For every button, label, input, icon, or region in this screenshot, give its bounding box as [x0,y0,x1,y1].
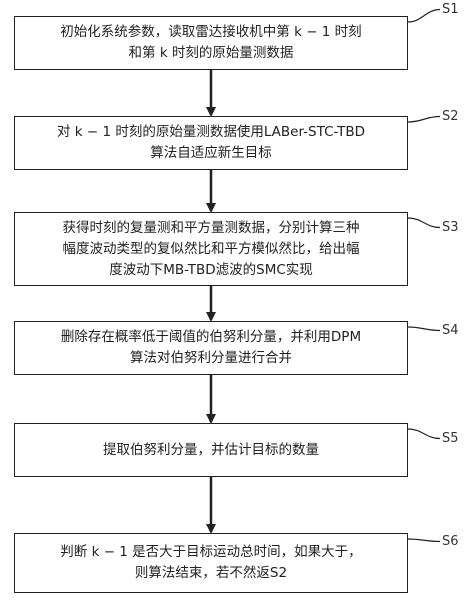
leader-line-s6 [407,538,441,543]
leader-line-s5 [407,428,441,440]
step-text-s2: 对 k − 1 时刻的原始量测数据使用LABer-STC-TBD 算法自适应新生… [56,124,366,161]
step-box-s3: 获得时刻的复量测和平方量测数据，分别计算三种 幅度波动类型的复似然比和平方模似然… [14,212,408,286]
leader-line-s4 [407,326,441,332]
step-label-s5: S5 [442,431,459,446]
step-label-s4: S4 [442,323,459,338]
step-text-s1: 初始化系统参数，读取雷达接收机中第 k − 1 时刻 和第 k 时刻的原始量测数… [60,24,362,61]
leader-line-s1 [407,8,441,23]
step-text-s5: 提取伯努利分量，并估计目标的数量 [103,441,319,458]
step-label-s1: S1 [442,2,459,17]
step-box-s2: 对 k − 1 时刻的原始量测数据使用LABer-STC-TBD 算法自适应新生… [14,116,408,170]
step-text-s3: 获得时刻的复量测和平方量测数据，分别计算三种 幅度波动类型的复似然比和平方模似然… [62,219,360,278]
step-box-s5: 提取伯努利分量，并估计目标的数量 [14,423,408,477]
step-box-s6: 判断 k − 1 是否大于目标运动总时间，如果大于， 则算法结束，若不然返S2 [14,533,408,593]
leader-line-s2 [407,115,441,123]
step-text-s4: 删除存在概率低于阈值的伯努利分量，并利用DPM 算法对伯努利分量进行合并 [60,329,362,366]
step-label-s2: S2 [442,109,459,124]
step-label-s6: S6 [442,534,459,549]
step-box-s4: 删除存在概率低于阈值的伯努利分量，并利用DPM 算法对伯努利分量进行合并 [14,321,408,375]
step-box-s1: 初始化系统参数，读取雷达接收机中第 k − 1 时刻 和第 k 时刻的原始量测数… [14,16,408,70]
step-label-s3: S3 [442,220,459,235]
step-text-s6: 判断 k − 1 是否大于目标运动总时间，如果大于， 则算法结束，若不然返S2 [60,544,362,581]
leader-line-s3 [407,217,441,229]
